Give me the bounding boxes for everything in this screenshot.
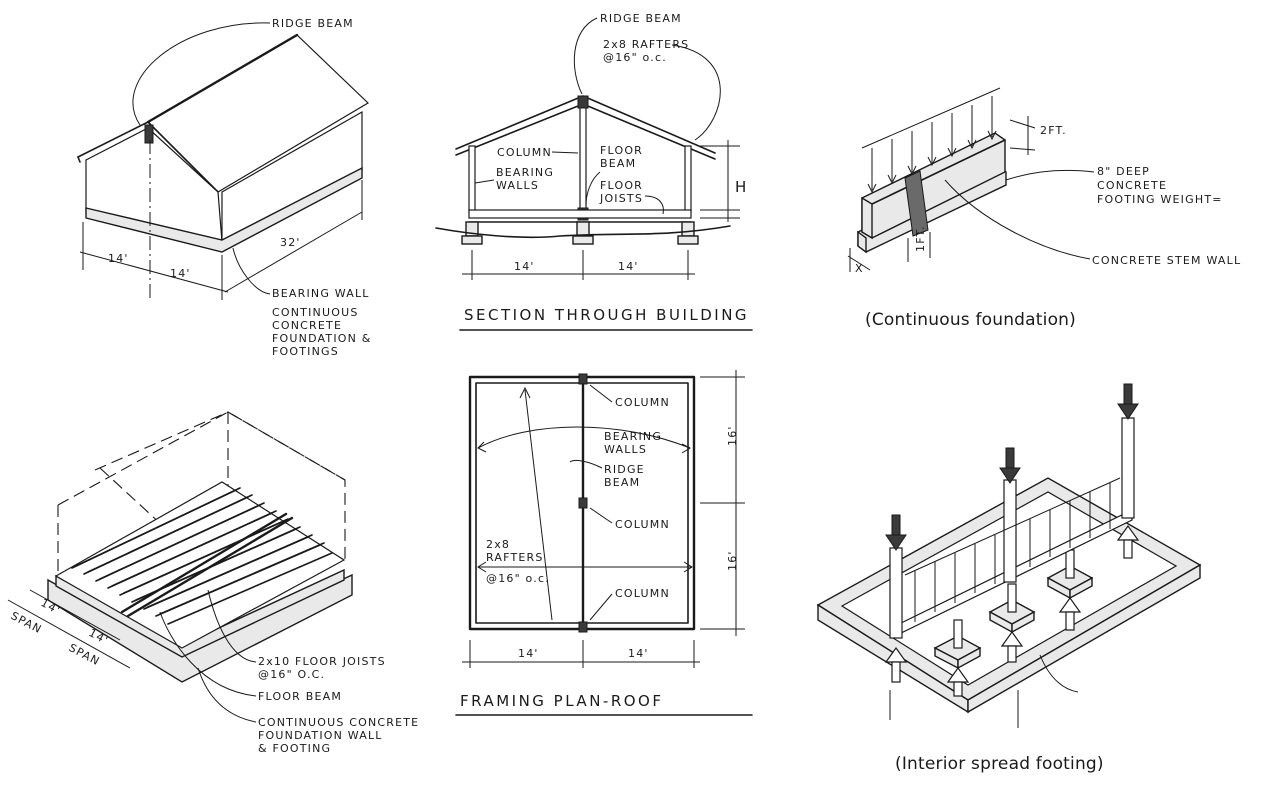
section-rafters-label-1: 2x8 RAFTERS <box>603 38 689 51</box>
section-dim-14-a: 14' <box>514 260 535 273</box>
reaction-arrows <box>884 524 1140 697</box>
section-panel: H 14' 14' RIDGE BEAM 2x8 RAFTERS @16" o.… <box>435 12 753 331</box>
foundation-footing-label-1: 8" DEEP <box>1097 165 1150 178</box>
house-foundation-label-2: CONCRETE <box>272 319 342 332</box>
framing-wall-label-2: FOUNDATION WALL <box>258 729 383 742</box>
house-ridge-beam-label: RIDGE BEAM <box>272 17 354 30</box>
section-ridge-beam-label: RIDGE BEAM <box>600 12 682 25</box>
spread-footing-panel: (Interior spread footing) <box>816 383 1202 774</box>
house-bearing-wall-label: BEARING WALL <box>272 287 370 300</box>
section-floor-joists-label-2: JOISTS <box>599 192 643 205</box>
section-column-label: COLUMN <box>497 146 552 159</box>
section-bearing-walls-label-1: BEARING <box>496 166 554 179</box>
house-foundation-label-1: CONTINUOUS <box>272 306 359 319</box>
plan-dim-14-a: 14' <box>518 647 539 660</box>
plan-dim-16-b: 16' <box>726 550 739 571</box>
house-dim-14-a: 14' <box>108 252 129 265</box>
plan-column-top-label: COLUMN <box>615 396 670 409</box>
framing-wall-label-1: CONTINUOUS CONCRETE <box>258 716 419 729</box>
foundation-stem-wall-label: CONCRETE STEM WALL <box>1092 254 1241 267</box>
house-foundation-label-3: FOUNDATION & <box>272 332 372 345</box>
continuous-foundation-panel: 2FT. 1FT. X 8" DEEP CONCRETE FOOTING WEI… <box>847 87 1241 330</box>
section-rafters-label-2: @16" o.c. <box>603 51 667 64</box>
framing-plan-title: FRAMING PLAN-ROOF <box>460 692 664 710</box>
plan-rafters-label-3: @16" o.c. <box>486 572 550 585</box>
floor-joists <box>71 487 333 625</box>
plan-bearing-label-1: BEARING <box>604 430 662 443</box>
framing-joists-label-2: @16" O.C. <box>258 668 325 681</box>
floor-framing-panel: SPAN SPAN 14' 14' 2x10 FLOOR JOISTS @16"… <box>7 411 419 755</box>
section-floor-beam-label-2: BEAM <box>600 157 636 170</box>
continuous-foundation-caption: (Continuous foundation) <box>865 310 1076 330</box>
plan-rafters-label-1: 2x8 <box>486 538 510 551</box>
framing-plan-panel: COLUMN BEARING WALLS RIDGE BEAM COLUMN 2… <box>455 370 753 716</box>
house-dim-32: 32' <box>280 236 301 249</box>
section-bearing-walls-label-2: WALLS <box>496 179 539 192</box>
plan-column-mid-label: COLUMN <box>615 518 670 531</box>
plan-dim-14-b: 14' <box>628 647 649 660</box>
framing-wall-label-3: & FOOTING <box>258 742 331 755</box>
section-title: SECTION THROUGH BUILDING <box>464 306 749 324</box>
house-isometric-panel: 14' 14' 32' RIDGE BEAM BEARING WALL CONT… <box>77 17 372 358</box>
foundation-footing-label-2: CONCRETE <box>1097 179 1167 192</box>
foundation-dim-1ft: 1FT. <box>914 225 927 252</box>
plan-ridge-label-2: BEAM <box>604 476 640 489</box>
foundation-dim-x: X <box>855 262 864 275</box>
framing-span-b: SPAN <box>67 641 103 668</box>
framing-joists-label-1: 2x10 FLOOR JOISTS <box>258 655 386 668</box>
house-foundation-label-4: FOOTINGS <box>272 345 339 358</box>
plan-dim-16-a: 16' <box>726 425 739 446</box>
beam-distributed-load <box>904 477 1121 622</box>
spread-footing-caption: (Interior spread footing) <box>895 754 1104 774</box>
house-dim-14-b: 14' <box>170 267 191 280</box>
distributed-load-arrows <box>861 87 1001 194</box>
foundation-footing-label-3: FOOTING WEIGHT= <box>1097 193 1223 206</box>
section-height-label: H <box>735 178 746 196</box>
section-dim-14-b: 14' <box>618 260 639 273</box>
section-floor-joists-label-1: FLOOR <box>600 179 643 192</box>
column-load-arrows <box>885 383 1139 551</box>
plan-bearing-label-2: WALLS <box>604 443 647 456</box>
framing-floor-beam-label: FLOOR BEAM <box>258 690 342 703</box>
plan-rafters-label-2: RAFTERS <box>486 551 544 564</box>
plan-column-bottom-label: COLUMN <box>615 587 670 600</box>
foundation-dim-2ft: 2FT. <box>1040 124 1067 137</box>
plan-ridge-label-1: RIDGE <box>604 463 645 476</box>
section-floor-beam-label-1: FLOOR <box>600 144 643 157</box>
framing-span-a: SPAN <box>9 609 45 636</box>
